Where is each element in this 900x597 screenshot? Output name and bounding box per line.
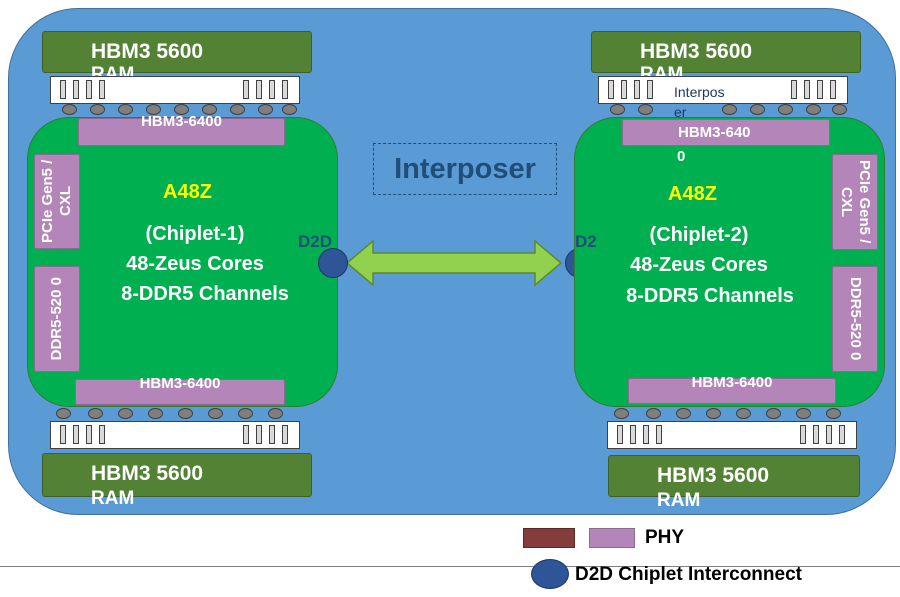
- hbm-bottom-left-subtitle: RAM: [91, 488, 135, 509]
- chiplet-2-top-phy: HBM3-640: [622, 119, 830, 146]
- pin-row-bottom-right: [607, 421, 857, 449]
- chiplet-2-ddr-phy-label: DDR5-520 0: [847, 277, 864, 361]
- chiplet-2-interposer-note-1: Interpos: [674, 84, 725, 100]
- chiplet-2-pcie-phy: PCIe Gen5 / CXL: [832, 154, 878, 250]
- chiplet-1-pcie-phy-label: PCIe Gen5 / CXL: [39, 159, 74, 244]
- chiplet-2-name: (Chiplet-2): [649, 224, 749, 246]
- hbm-top-left-title: HBM3 5600: [91, 40, 204, 63]
- chiplet-1-ddr-phy: DDR5-520 0: [34, 266, 80, 372]
- legend-red-swatch: [523, 528, 575, 548]
- chiplet-1-name: (Chiplet-1): [145, 223, 245, 245]
- hbm-top-right-title: HBM3 5600: [640, 40, 753, 63]
- hbm-bottom-right-title: HBM3 5600: [657, 464, 770, 487]
- legend-divider: [0, 566, 900, 567]
- pin-row-bottom-left: [50, 421, 300, 449]
- hbm-bottom-left-title: HBM3 5600: [91, 462, 204, 485]
- interposer-label: Interposer: [373, 143, 557, 195]
- chiplet-1-title: A48Z: [163, 181, 212, 203]
- chiplet-2-title: A48Z: [668, 183, 717, 205]
- chiplet-2-cores: 48-Zeus Cores: [630, 254, 768, 276]
- hbm-top-right: HBM3 5600 RAM: [591, 31, 861, 85]
- chiplet-1-d2d-label: D2D: [298, 232, 333, 251]
- chiplet-2-top-phy-overflow: 0: [677, 148, 686, 165]
- d2d-link-arrow: [345, 239, 563, 287]
- chiplet-2-ddr-phy: DDR5-520 0: [832, 266, 878, 372]
- legend-phy-swatch: [589, 528, 635, 548]
- pin-row-top-right: [598, 76, 848, 104]
- chiplet-2-channels: 8-DDR5 Channels: [626, 285, 794, 307]
- chiplet-2-pcie-phy-label: PCIe Gen5 / CXL: [838, 160, 873, 244]
- chiplet-1-pcie-phy: PCIe Gen5 / CXL: [34, 154, 80, 249]
- pin-row-top-left: [50, 76, 300, 104]
- hbm-bottom-right-subtitle: RAM: [657, 490, 701, 511]
- legend-d2d-swatch: [531, 559, 569, 589]
- chiplet-2-d2d-label: D2: [575, 232, 597, 251]
- chiplet-1-channels: 8-DDR5 Channels: [121, 283, 289, 305]
- chiplet-1-bottom-phy: HBM3-6400: [75, 376, 285, 405]
- chiplet-1-cores: 48-Zeus Cores: [126, 253, 264, 275]
- chiplet-1-top-phy: HBM3-6400: [78, 114, 285, 146]
- legend-d2d-label: D2D Chiplet Interconnect: [575, 564, 802, 585]
- hbm-bottom-right: HBM3 5600 RAM: [608, 455, 860, 511]
- legend-phy-label: PHY: [645, 527, 685, 548]
- chiplet-2-bottom-phy: HBM3-6400: [628, 375, 836, 404]
- chiplet-2-interposer-note-2: er: [674, 104, 687, 120]
- d2d-port-chiplet-1: [318, 248, 348, 278]
- chiplet-2-top-phy-label: HBM3-640: [678, 124, 751, 141]
- hbm-top-left: HBM3 5600 RAM: [42, 31, 312, 85]
- hbm-bottom-left: HBM3 5600 RAM: [42, 453, 312, 509]
- chiplet-1-ddr-phy-label: DDR5-520 0: [48, 277, 65, 361]
